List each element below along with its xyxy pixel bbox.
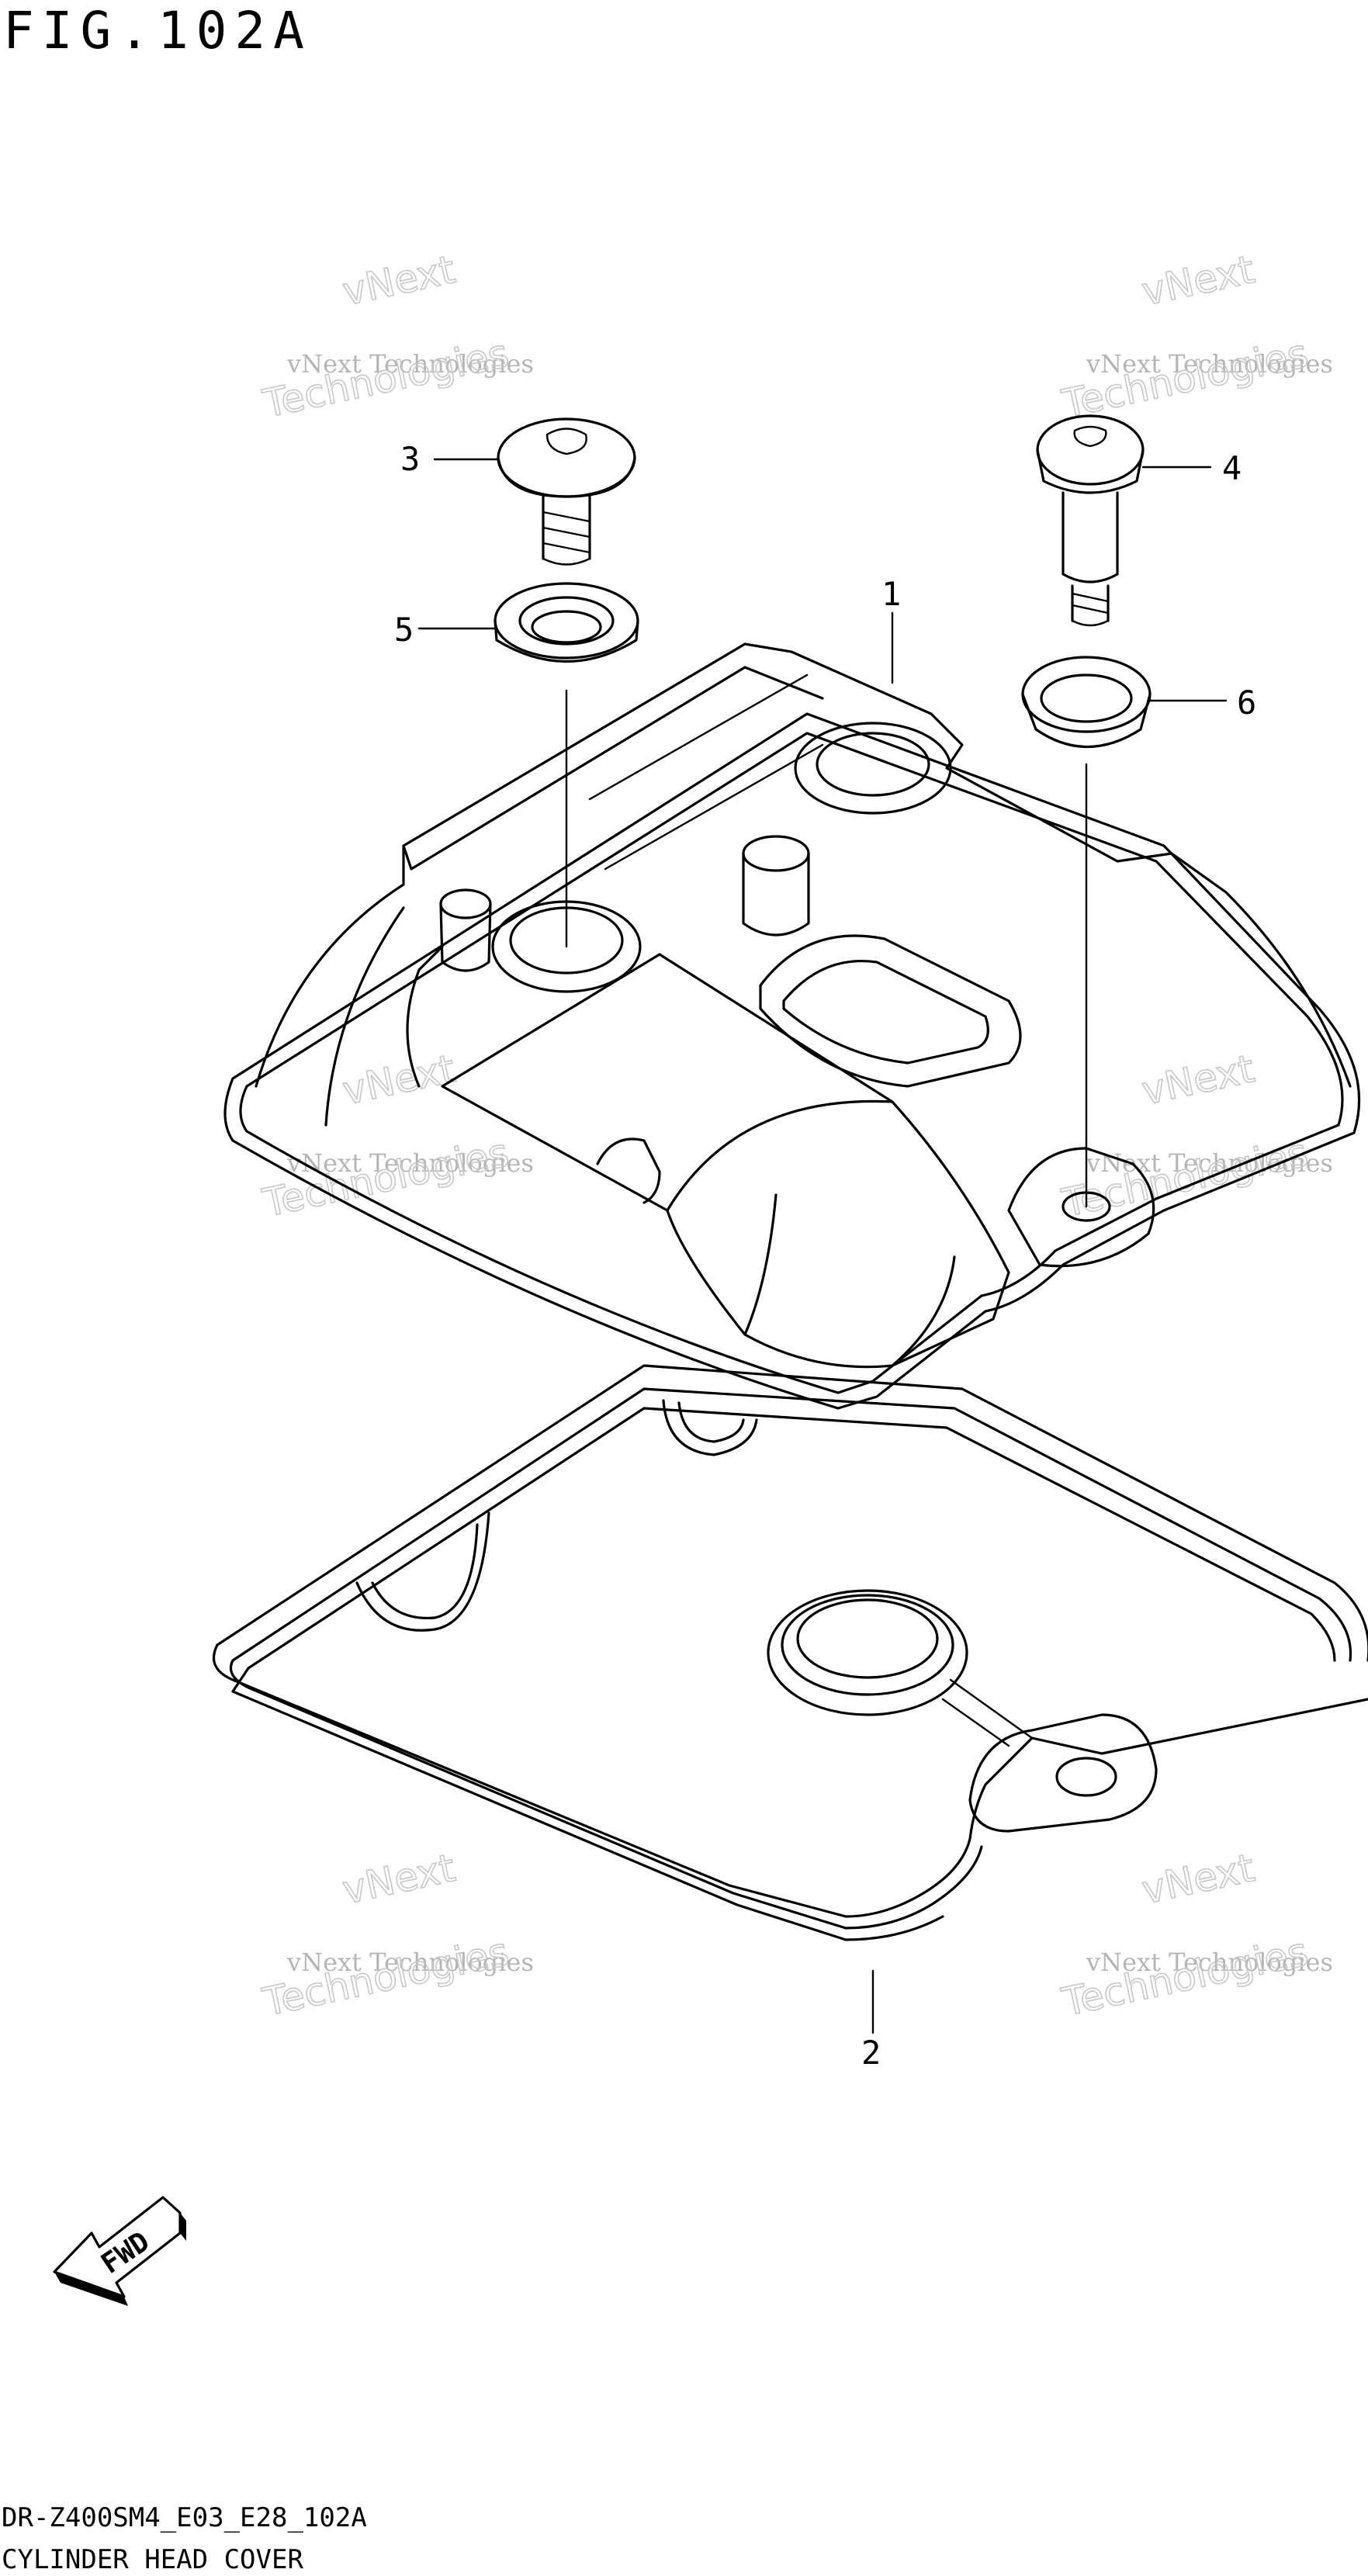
fwd-arrow-shadow <box>54 2272 128 2306</box>
cover-oval-recess-inner <box>782 960 989 1065</box>
seal-6-inner <box>1040 673 1133 723</box>
gasket-outer-bottom <box>212 1643 1368 1918</box>
figure-title: FIG.102A <box>3 1 312 61</box>
svg-text:vNext Technologies: vNext Technologies <box>1086 1948 1333 1977</box>
svg-text:vNext: vNext <box>1138 1845 1259 1913</box>
washer-5-outer <box>494 582 639 660</box>
svg-text:vNext Technologies: vNext Technologies <box>286 349 534 379</box>
breather-nipple-body <box>439 902 492 972</box>
gasket-line-2 <box>231 1387 1352 1662</box>
cover-oval-recess <box>759 934 1022 1088</box>
watermark: vNext vNext Technologies Technologies <box>1058 1844 1333 2025</box>
callout-1: 1 <box>881 575 901 613</box>
callout-4: 4 <box>1222 449 1242 487</box>
bolt-4-shank <box>1061 491 1119 576</box>
bolt-4-thread-shank <box>1071 584 1110 622</box>
washer-5-mid <box>518 596 615 646</box>
cover-flange-inner <box>239 732 1344 1394</box>
fwd-arrow-edge <box>180 2213 186 2241</box>
cover-plateau-edge <box>743 1193 778 1336</box>
bolt-4-thread <box>1071 592 1110 627</box>
dowel-pin-top <box>742 835 810 872</box>
seal-6-side <box>1021 693 1152 748</box>
callout-5: 5 <box>394 611 414 649</box>
cover-body-outline <box>255 642 1352 1088</box>
callout-6: 6 <box>1237 684 1256 722</box>
part-bolt-3[interactable] <box>497 417 636 566</box>
gasket-line-bottom-2 <box>229 1659 983 1930</box>
gasket-line-3 <box>247 1407 1336 1670</box>
washer-5-hole <box>531 610 602 644</box>
fwd-direction-arrow: FWD <box>53 2196 186 2306</box>
gasket-right-hole <box>1055 1757 1117 1797</box>
svg-text:vNext Technologies: vNext Technologies <box>286 1948 534 1977</box>
svg-text:vNext Technologies: vNext Technologies <box>286 1148 534 1178</box>
bolt-3-thread <box>542 511 591 566</box>
watermark: vNext vNext Technologies Technologies <box>1058 1045 1333 1226</box>
svg-text:vNext: vNext <box>1138 1046 1259 1113</box>
watermark: vNext vNext Technologies Technologies <box>258 1844 534 2025</box>
svg-text:Technologies: Technologies <box>1058 1929 1311 2025</box>
bolt-3-head <box>497 417 636 498</box>
boss-top-outer <box>794 722 952 815</box>
gasket-ring-outer <box>767 1589 968 1716</box>
cover-plateau-curve <box>666 1099 894 1212</box>
gasket-top-ear-inner <box>677 1401 745 1443</box>
svg-text:vNext Technologies: vNext Technologies <box>1086 349 1333 379</box>
breather-nipple-top <box>439 888 492 919</box>
section-name: CYLINDER HEAD COVER <box>2 2544 303 2575</box>
bolt-4-socket <box>1073 425 1107 448</box>
cover-top-ridge <box>402 666 824 871</box>
gasket-bridge-2 <box>941 1698 1010 1747</box>
svg-text:vNext: vNext <box>339 247 459 314</box>
part-bolt-4[interactable] <box>1036 414 1145 627</box>
part-cylinder-head-cover-gasket[interactable] <box>212 1364 1368 1941</box>
bolt-4-collar <box>1061 573 1119 583</box>
bolt-4-head-side <box>1036 448 1145 494</box>
cover-plateau-edge-2 <box>891 1255 956 1367</box>
gasket-ring-inner <box>796 1598 939 1679</box>
gasket-right-boss <box>968 1713 1158 1833</box>
svg-text:vNext: vNext <box>339 1046 459 1113</box>
watermark: vNext vNext Technologies Technologies <box>258 246 534 427</box>
callout-2: 2 <box>861 2034 881 2072</box>
cover-flange-outer <box>223 712 1361 1410</box>
part-cylinder-head-cover[interactable] <box>223 642 1361 1410</box>
gasket-left-ear <box>355 1511 490 1632</box>
callout-3: 3 <box>400 440 420 478</box>
gasket-line-bottom-3 <box>231 1667 944 1941</box>
part-washer-5[interactable] <box>494 582 639 663</box>
svg-text:Technologies: Technologies <box>1058 331 1311 427</box>
bolt-3-head-side <box>497 456 636 498</box>
cover-body-left-curve <box>324 906 405 1127</box>
bolt-boss-right <box>1007 1147 1155 1268</box>
gasket-outer-top <box>216 1364 1368 1662</box>
bolt-3-socket <box>545 428 587 455</box>
part-seal-6[interactable] <box>1021 656 1152 748</box>
svg-text:Technologies: Technologies <box>258 1929 512 2025</box>
cover-slot <box>596 1137 661 1204</box>
cover-ridge-line <box>588 673 809 801</box>
washer-5-side <box>494 619 639 663</box>
boss-top-inner <box>816 732 930 797</box>
svg-text:vNext: vNext <box>339 1845 459 1913</box>
gasket-bridge <box>949 1678 1034 1740</box>
model-code: DR-Z400SM4_E03_E28_102A <box>2 2502 367 2533</box>
bolt-3-shank <box>542 495 591 560</box>
svg-text:Technologies: Technologies <box>258 331 512 427</box>
svg-text:Technologies: Technologies <box>1058 1130 1311 1226</box>
cover-center-plateau <box>441 953 1010 1369</box>
gasket-ring-mid <box>781 1594 954 1696</box>
watermark: vNext vNext Technologies Technologies <box>1058 246 1333 427</box>
cover-ridge-line-2 <box>604 743 824 871</box>
cover-body-left-rib <box>406 945 444 1088</box>
gasket-left-ear-inner <box>371 1523 479 1620</box>
dowel-pin-body <box>742 852 810 937</box>
svg-text:vNext: vNext <box>1138 247 1259 314</box>
gasket-top-ear <box>662 1399 758 1456</box>
